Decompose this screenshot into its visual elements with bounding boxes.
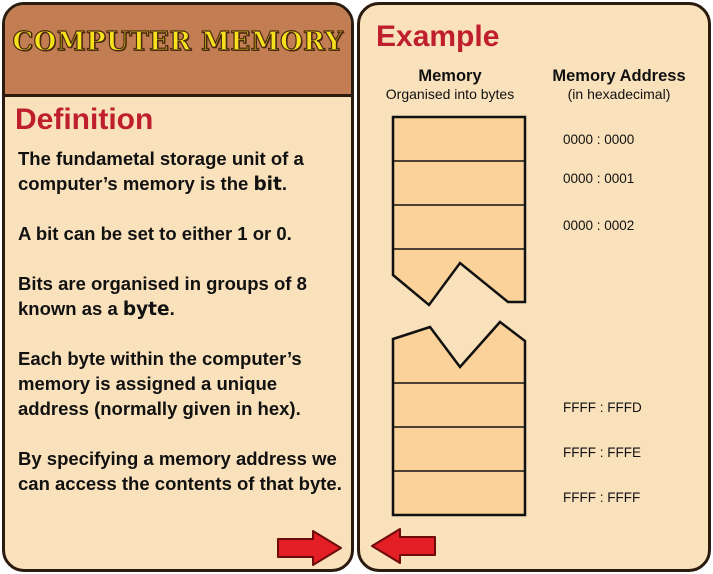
- address-label-bottom-2: FFFF : FFFF: [563, 490, 641, 505]
- address-label-top-1: 0000 : 0001: [563, 171, 635, 186]
- address-sublabel: (in hexadecimal): [567, 86, 671, 102]
- bit-keyword: bit: [253, 174, 282, 195]
- memory-diagram: [391, 115, 527, 517]
- definition-heading: Definition: [15, 103, 154, 136]
- paragraph-address: Each byte within the computer’s memory i…: [18, 348, 302, 419]
- page-title: COMPUTER MEMORY: [12, 26, 344, 57]
- memory-block-top: [391, 115, 527, 307]
- definition-card: COMPUTER MEMORY Definition The fundameta…: [2, 2, 354, 572]
- address-label-top-0: 0000 : 0000: [563, 132, 635, 147]
- paragraph-bit-values: A bit can be set to either 1 or 0.: [18, 223, 292, 244]
- paragraph-byte-text: Bits are organised in groups of 8 known …: [18, 273, 307, 319]
- memory-label: Memory: [418, 67, 482, 85]
- paragraph-bit-end: .: [281, 173, 288, 194]
- paragraph-bit-text: The fundametal storage unit of a compute…: [18, 148, 304, 194]
- paragraph-byte: Bits are organised in groups of 8 known …: [18, 271, 351, 322]
- paragraph-access: By specifying a memory address we can ac…: [18, 448, 342, 494]
- memory-column-header: Memory Organised into bytes: [370, 67, 530, 103]
- byte-keyword: byte: [122, 299, 170, 320]
- title-banner: COMPUTER MEMORY: [5, 5, 351, 97]
- arrow-right-icon[interactable]: [277, 530, 343, 566]
- arrow-left-icon[interactable]: [370, 528, 436, 564]
- example-card: Example Memory Organised into bytes Memo…: [357, 2, 711, 572]
- address-label-bottom-1: FFFF : FFFE: [563, 445, 641, 460]
- address-label-top-2: 0000 : 0002: [563, 218, 635, 233]
- address-label-bottom-0: FFFF : FFFD: [563, 400, 642, 415]
- address-label: Memory Address: [552, 67, 686, 85]
- example-heading: Example: [376, 20, 500, 53]
- paragraph-byte-end: .: [169, 298, 175, 319]
- memory-block-bottom: [391, 320, 527, 517]
- address-column-header: Memory Address (in hexadecimal): [534, 67, 704, 103]
- memory-sublabel: Organised into bytes: [385, 86, 515, 102]
- paragraph-bit: The fundametal storage unit of a compute…: [18, 146, 351, 197]
